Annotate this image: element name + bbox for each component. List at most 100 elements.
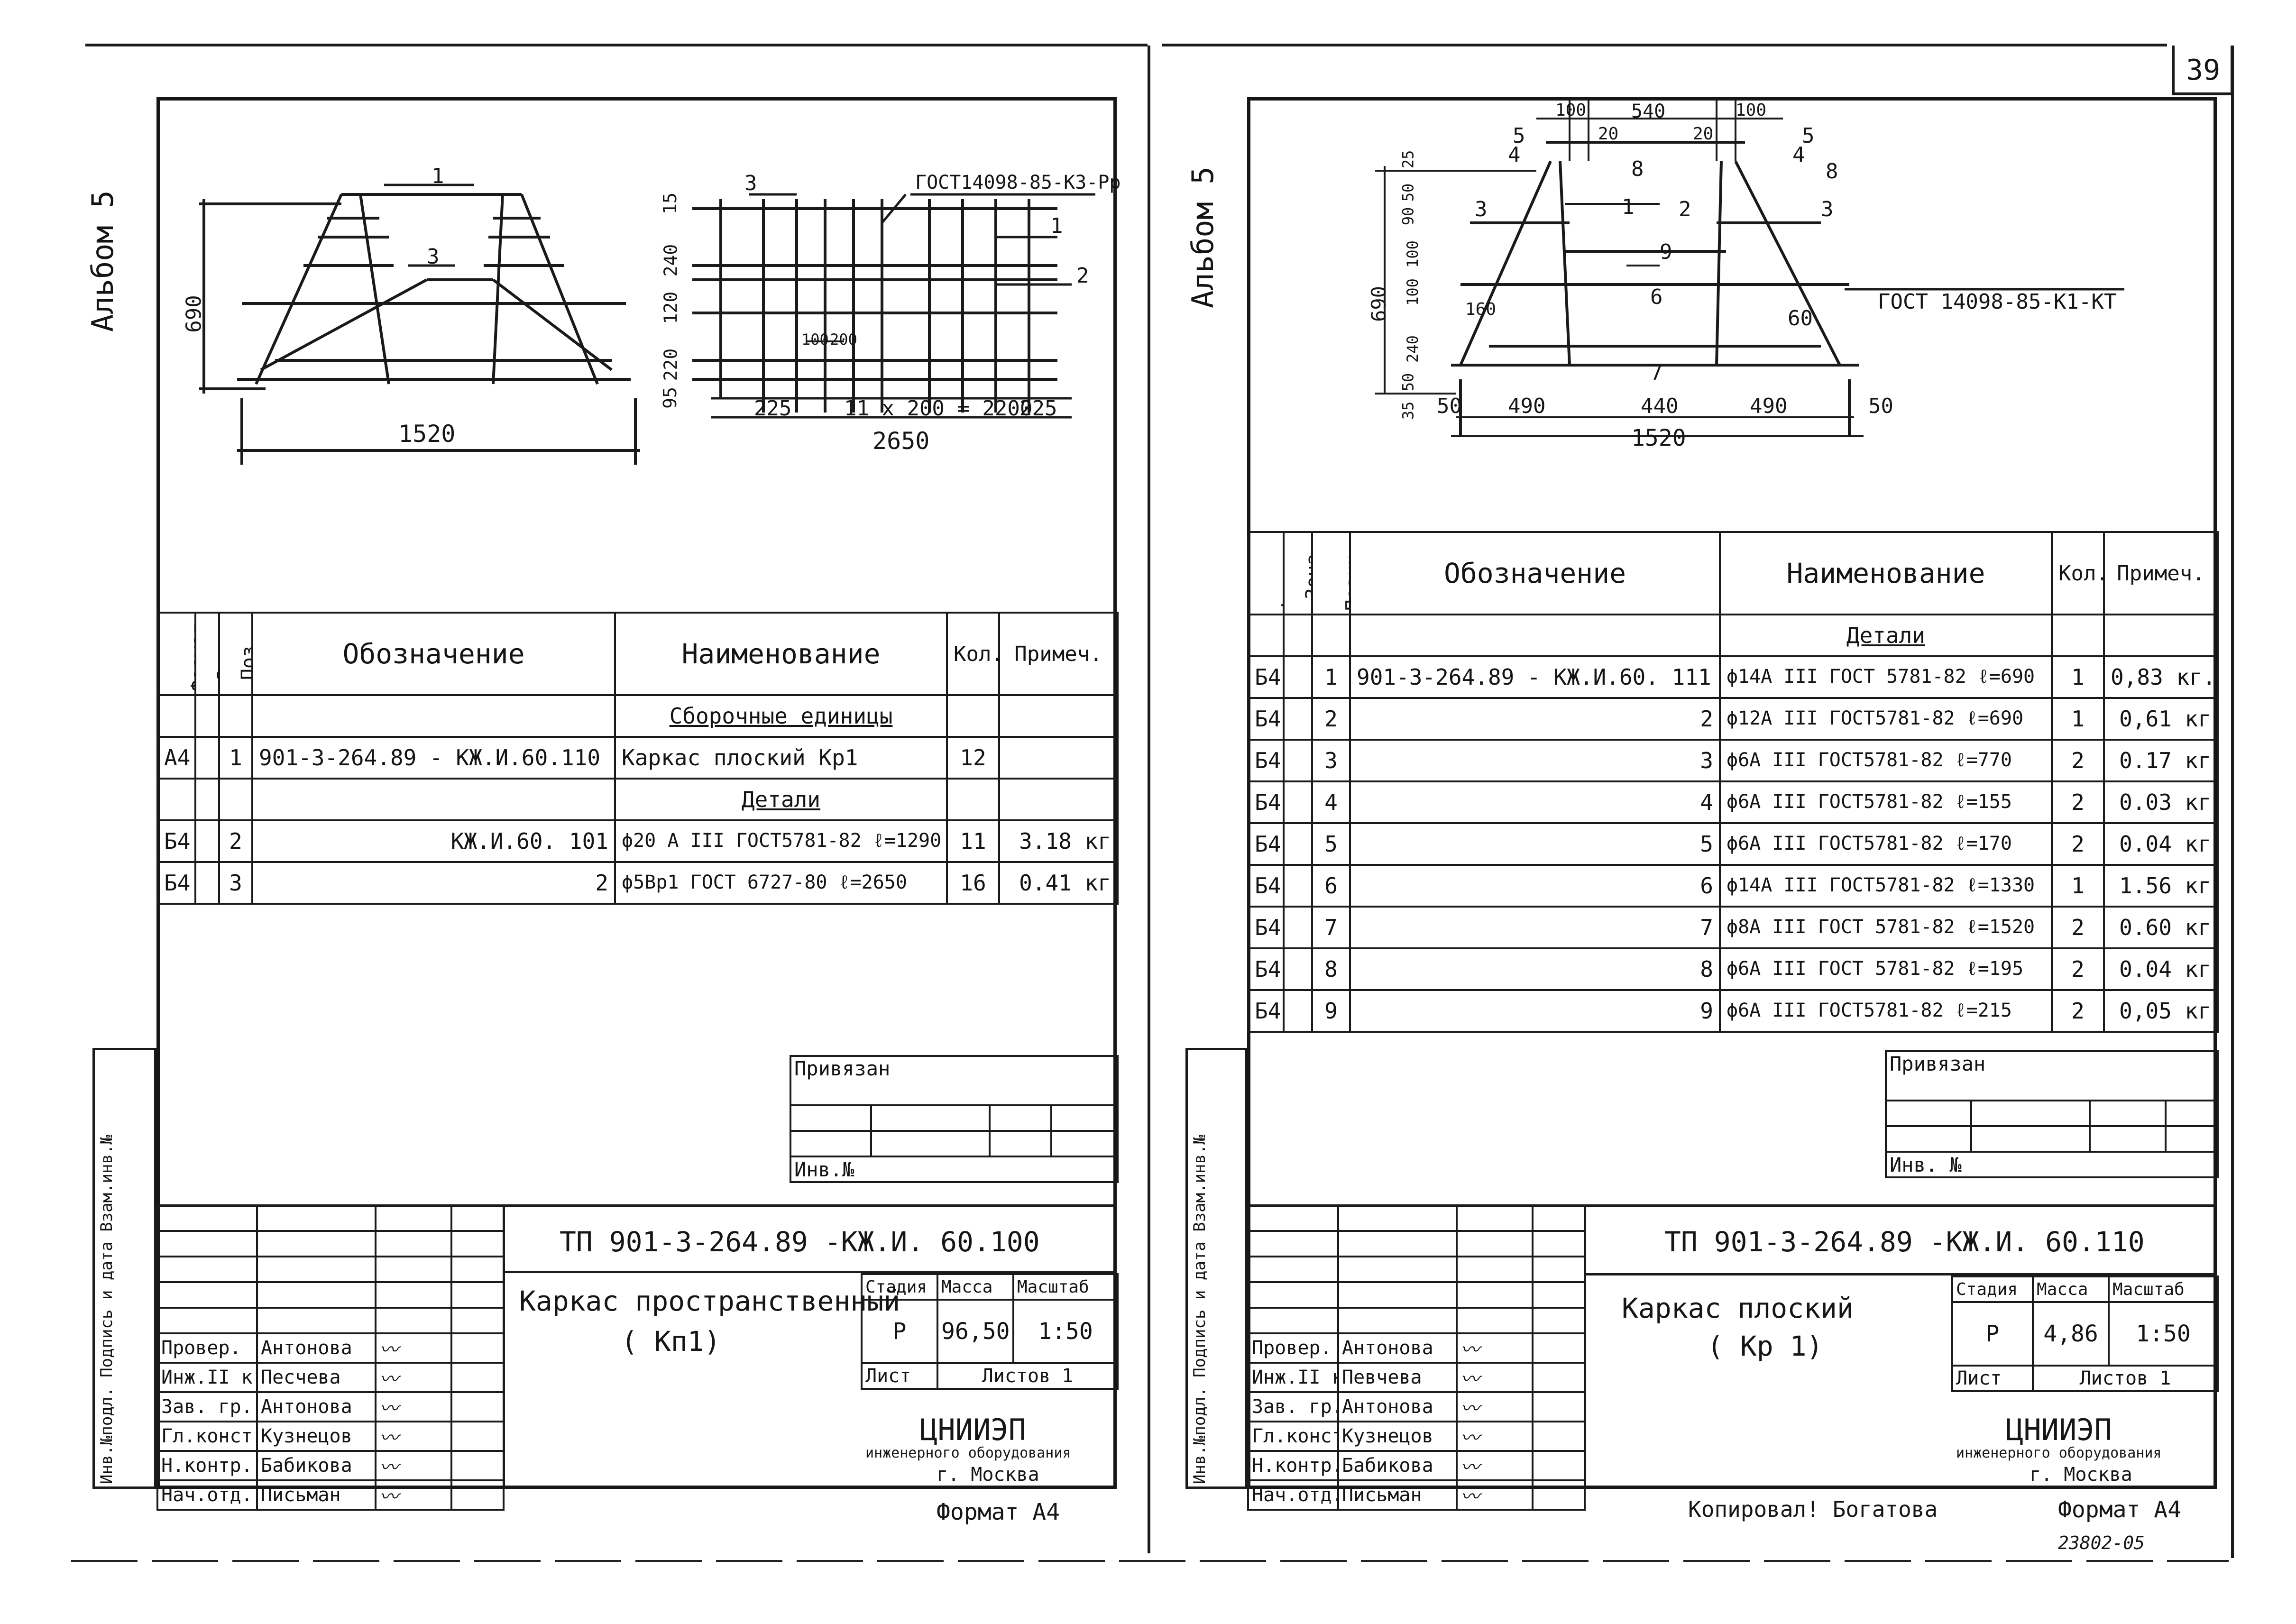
r-v-240: 240 <box>1403 335 1422 363</box>
h-note: Примеч. <box>2103 531 2219 615</box>
center-divider <box>1148 46 1150 1553</box>
cell-format: А4 <box>156 736 196 780</box>
cell-pos: 8 <box>1311 947 1351 991</box>
cell-name: ϕ6А III ГОСТ5781-82 ℓ=155 <box>1719 780 2053 824</box>
mesh-h-95: 95 <box>659 387 680 409</box>
r-dim-20a: 20 <box>1598 124 1619 144</box>
right-name-box <box>1584 1275 1954 1489</box>
cell-desig: 2 <box>251 861 616 905</box>
cell-name: ϕ14А III ГОСТ 5781-82 ℓ=690 <box>1719 655 2053 699</box>
r-ang-60: 60 <box>1788 306 1813 330</box>
right-title-frame <box>1247 1204 2217 1491</box>
cell-format: Б4 <box>1247 739 1285 782</box>
pos-label-1: 1 <box>432 164 444 188</box>
left-roles-table: Провер.Антонова〰 Инж.II к.Песчева〰 Зав. … <box>156 1204 505 1511</box>
h-stage: Стадия <box>861 1273 938 1301</box>
sheets-count: Листов 1 <box>937 1362 1119 1390</box>
scale: 1:50 <box>2108 1301 2219 1367</box>
right-frame-drawing <box>1375 100 2124 437</box>
mesh-pos-3: 3 <box>744 171 757 195</box>
r-w-490a: 490 <box>1508 394 1546 418</box>
h-desig: Обозначение <box>251 612 616 696</box>
r-w-total: 1520 <box>1631 425 1686 451</box>
cell-qty: 12 <box>946 736 1000 780</box>
scale: 1:50 <box>1012 1299 1119 1364</box>
left-title-frame <box>156 1204 1117 1491</box>
r-dim-100b: 100 <box>1736 101 1767 120</box>
h-format: Формат <box>1247 531 1285 615</box>
left-mesh-drawing <box>692 193 1095 419</box>
mesh-h-240: 240 <box>660 244 681 277</box>
top-rule-left <box>85 44 1148 46</box>
right-album-label: Альбом 5 <box>1185 166 1220 308</box>
cell-pos: 4 <box>1311 780 1351 824</box>
cell-format: Б4 <box>1247 822 1285 866</box>
cell-pos: 2 <box>218 819 253 863</box>
cell-name: ϕ6А III ГОСТ 5781-82 ℓ=195 <box>1719 947 2053 991</box>
role: Провер. <box>1247 1332 1339 1364</box>
cell-pos: 9 <box>1311 989 1351 1033</box>
cell-format: Б4 <box>1247 947 1285 991</box>
signature: 〰 <box>1456 1421 1534 1452</box>
r-v-90: 90 <box>1399 207 1417 226</box>
cell-note: 0,61 кг <box>2103 697 2219 741</box>
role: Гл.конст. <box>156 1421 258 1452</box>
section-assembly: Сборочные единицы <box>614 694 948 738</box>
mesh-h-15: 15 <box>659 193 680 214</box>
table-row: Б4 2 КЖ.И.60. 101 ϕ20 А III ГОСТ5781-82 … <box>156 819 1119 863</box>
r-pos-1: 1 <box>1622 195 1635 219</box>
h-desig: Обозначение <box>1349 531 1721 615</box>
cell-pos: 1 <box>1311 655 1351 699</box>
r-pos-9: 9 <box>1660 240 1672 264</box>
cell-qty: 2 <box>2051 947 2105 991</box>
r-pos-2: 2 <box>1679 197 1691 221</box>
role-row: Нач.отд.Письман〰 <box>1247 1479 1586 1511</box>
r-ang-160: 160 <box>1465 300 1497 319</box>
left-name-box <box>503 1273 863 1489</box>
right-doc-name-1: Каркас плоский <box>1622 1292 1854 1324</box>
stage: Р <box>861 1299 938 1364</box>
mesh-h-220: 220 <box>660 348 681 381</box>
cell-qty: 2 <box>2051 906 2105 949</box>
signature: 〰 <box>375 1332 452 1364</box>
left-doc-name-2: ( Кп1) <box>621 1325 721 1358</box>
cell-name: ϕ6А III ГОСТ5781-82 ℓ=770 <box>1719 739 2053 782</box>
h-scale: Масштаб <box>2108 1275 2219 1303</box>
cell-qty: 2 <box>2051 989 2105 1033</box>
cell-note: 0.60 кг <box>2103 906 2219 949</box>
sheet: Лист <box>1951 1365 2034 1392</box>
right-side-stamp <box>1185 1048 1247 1489</box>
h-zone: Зона <box>194 612 220 696</box>
copied-by: Копировал! Богатова <box>1688 1496 1938 1522</box>
signature: 〰 <box>375 1421 452 1452</box>
r-w-490b: 490 <box>1750 394 1788 418</box>
right-outer-edge <box>2231 46 2234 1558</box>
mesh-w-total: 2650 <box>872 427 930 455</box>
cell-format: Б4 <box>1247 655 1285 699</box>
cell-format: Б4 <box>156 819 196 863</box>
right-spec-table: Формат Зона Позиц. Обозначение Наименова… <box>1247 531 2219 1033</box>
right-doc-code: ТП 901-3-264.89 -КЖ.И. 60.110 <box>1664 1226 2145 1258</box>
inv-no-label: Инв.№ <box>789 1156 1119 1183</box>
role: Нач.отд. <box>156 1479 258 1511</box>
role: Провер. <box>156 1332 258 1364</box>
r-v-100a: 100 <box>1403 240 1422 268</box>
signature: 〰 <box>375 1450 452 1481</box>
cell-pos: 3 <box>218 861 253 905</box>
cell-note: 0.03 кг <box>2103 780 2219 824</box>
cell-desig: 7 <box>1349 906 1721 949</box>
left-org-2: инженерного оборудования <box>865 1445 1071 1461</box>
h-scale: Масштаб <box>1012 1273 1119 1301</box>
r-w-50b: 50 <box>1868 394 1893 418</box>
signature: 〰 <box>1456 1450 1534 1481</box>
r-dim-100a: 100 <box>1555 101 1587 120</box>
cell-name: ϕ14А III ГОСТ5781-82 ℓ=1330 <box>1719 864 2053 908</box>
right-side-stamp-text: Инв.№подл. Подпись и дата Взам.инв.№ <box>1190 1135 1209 1484</box>
r-pos-8b: 8 <box>1826 159 1838 184</box>
cell-qty: 16 <box>946 861 1000 905</box>
cell-note <box>998 736 1119 780</box>
